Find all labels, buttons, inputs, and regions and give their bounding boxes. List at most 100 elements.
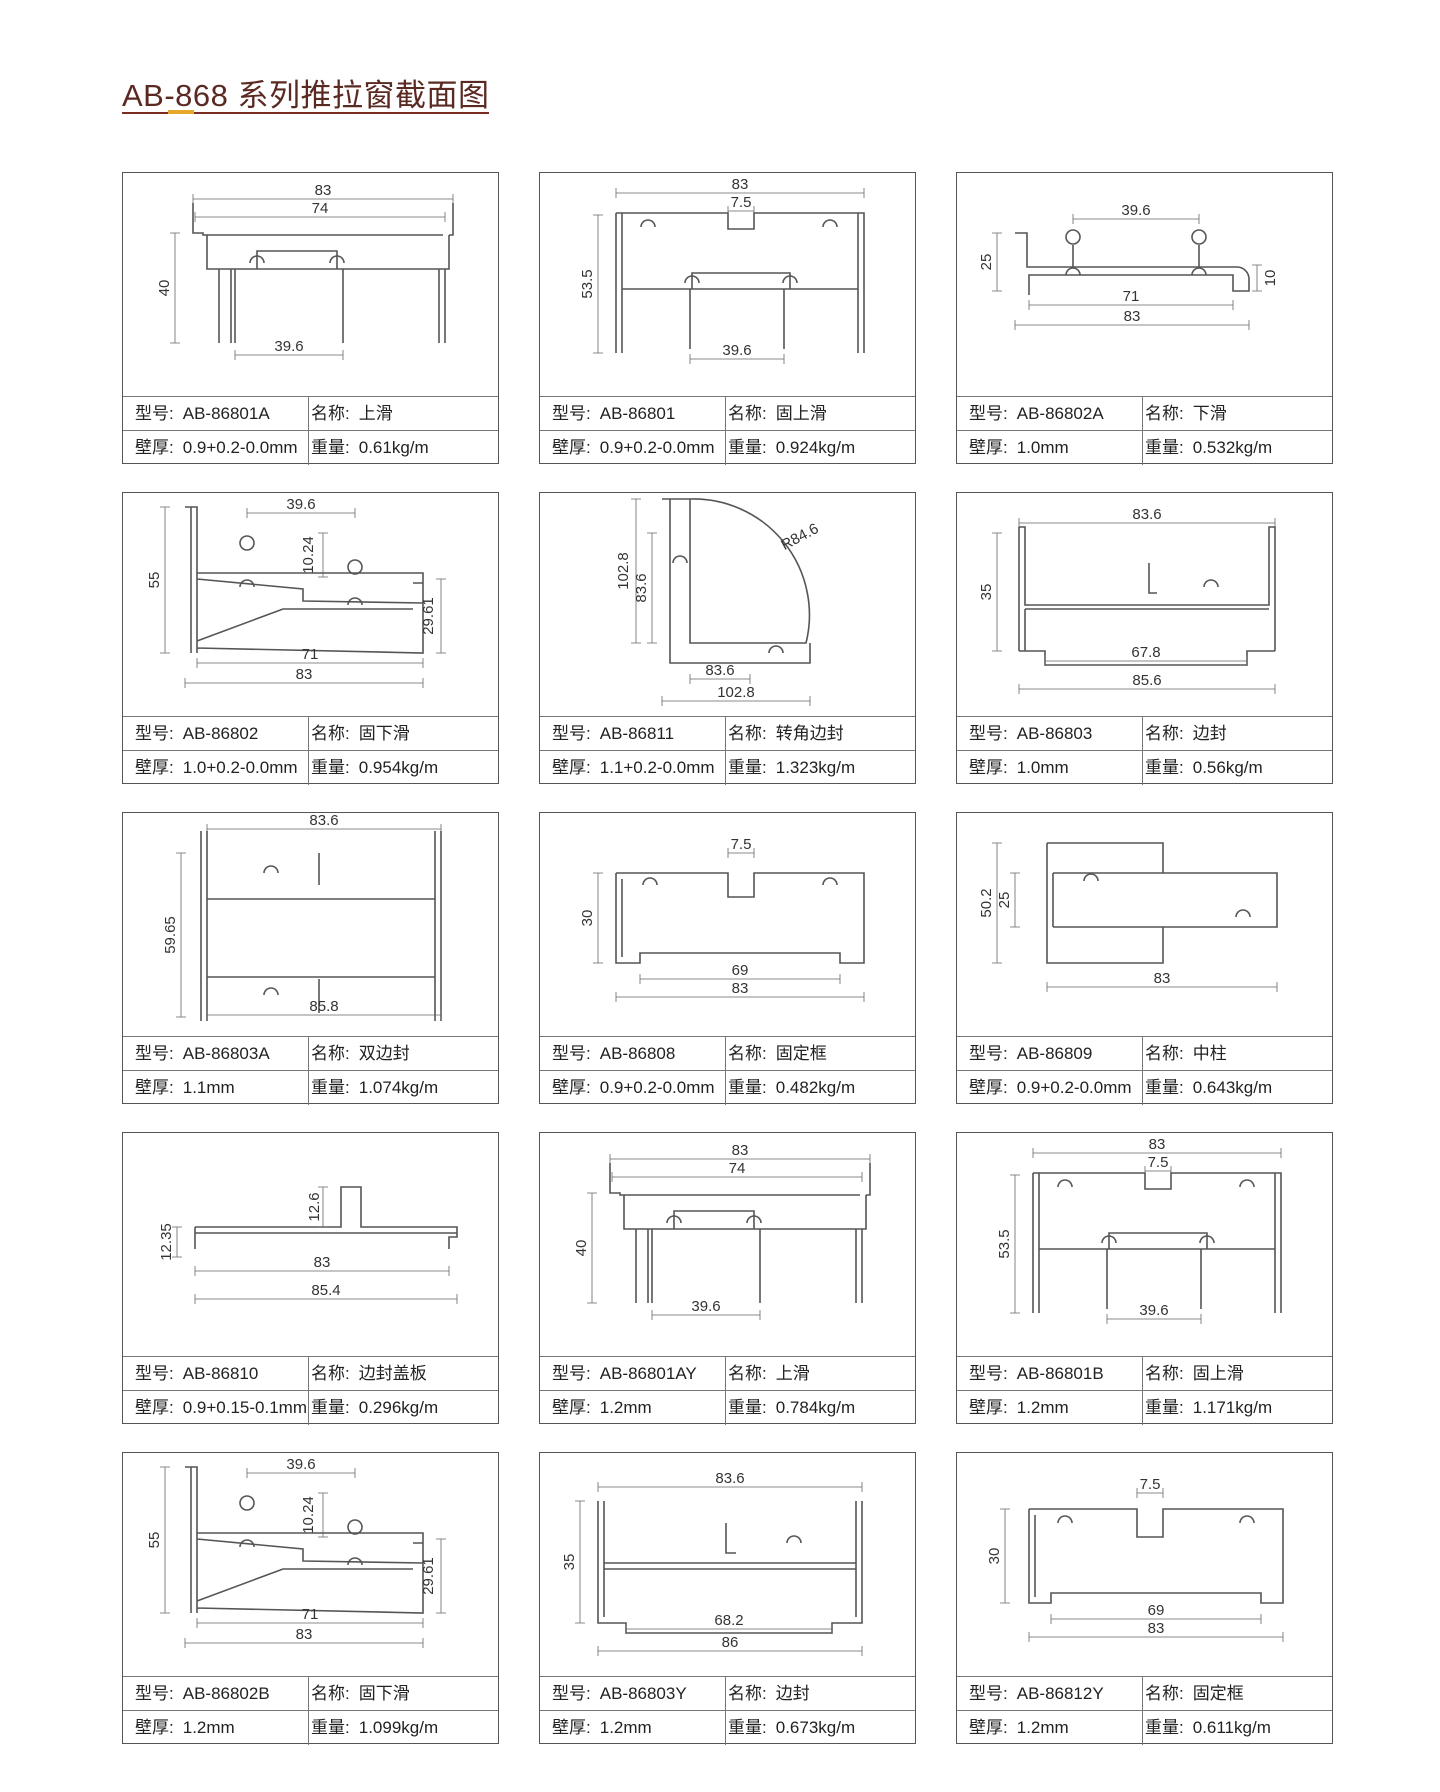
dimension-line: [1252, 264, 1262, 292]
profile-name-cell: 名称: 固定框: [1145, 1677, 1244, 1711]
model-number-value: AB-86812Y: [1016, 1684, 1104, 1703]
model-number-cell: 型号:AB-86803Y: [552, 1677, 687, 1711]
model-number-cell: 型号:AB-86801AY: [552, 1357, 697, 1391]
dimension-line: [318, 532, 328, 578]
hook-detail: [1239, 1515, 1255, 1524]
profile-name-label: 名称:: [728, 1684, 767, 1703]
wall-thickness-value: 0.9+0.2-0.0mm: [599, 1078, 715, 1097]
profile-name-value: 边封: [1192, 724, 1227, 743]
cell-divider: [725, 1677, 726, 1711]
unit-weight-label: 重量:: [311, 758, 350, 777]
dimension-line: [661, 696, 811, 706]
profile-name-value: 固定框: [1192, 1684, 1244, 1703]
model-number-value: AB-86802B: [182, 1684, 270, 1703]
cell-divider: [308, 751, 309, 785]
cell-divider: [308, 1711, 309, 1745]
unit-weight-label: 重量:: [728, 1718, 767, 1737]
model-number-label: 型号:: [135, 1684, 174, 1703]
profile-name-cell: 名称:双边封: [311, 1037, 410, 1071]
unit-weight-cell: 重量:0.296kg/m: [311, 1391, 438, 1425]
profile-outline: [1032, 1172, 1282, 1313]
dimension-label: 53.5: [996, 1229, 1013, 1258]
profile-outline: [662, 498, 811, 664]
cell-divider: [308, 1071, 309, 1105]
dimension-label: 83: [1124, 308, 1141, 325]
profile-name-label: 名称:: [1145, 1684, 1184, 1703]
profile-name-value: 固上滑: [1192, 1364, 1244, 1383]
dimension-label: 86: [722, 1634, 739, 1651]
wall-thickness-cell: 壁厚:1.0mm: [969, 751, 1069, 785]
model-number-label: 型号:: [969, 404, 1008, 423]
model-number-label: 型号:: [135, 1044, 174, 1063]
profile-name-cell: 名称:边封: [1145, 717, 1227, 751]
hook-detail: [347, 597, 363, 606]
unit-weight-cell: 重量:0.61kg/m: [311, 431, 429, 465]
dimension-label: 83.6: [705, 662, 734, 679]
dimension-label: 102.8: [615, 552, 632, 590]
wall-thickness-cell: 壁厚:0.9+0.2-0.0mm: [135, 431, 298, 465]
hook-detail: [1239, 1179, 1255, 1188]
cell-divider: [1142, 751, 1143, 785]
dimension-line: [597, 1482, 863, 1492]
dimension-line: [593, 872, 603, 964]
model-number-label: 型号:: [969, 724, 1008, 743]
hook-detail: [1083, 873, 1099, 882]
title-accent-mark: [168, 110, 194, 114]
cell-divider: [1142, 1071, 1143, 1105]
dimension-label: 83.6: [633, 573, 650, 602]
wall-thickness-label: 壁厚:: [969, 758, 1008, 777]
hook-detail: [1203, 579, 1219, 588]
dimension-label: 39.6: [286, 1456, 315, 1473]
hook-detail: [1057, 1515, 1073, 1524]
wall-thickness-value: 1.2mm: [599, 1718, 652, 1737]
wall-thickness-label: 壁厚:: [969, 1078, 1008, 1097]
dimension-label: 55: [146, 1532, 163, 1549]
unit-weight-label: 重量:: [1145, 1398, 1184, 1417]
dimension-line: [1014, 320, 1250, 330]
dimension-line: [1072, 214, 1200, 224]
hook-detail: [263, 987, 279, 996]
wall-thickness-label: 壁厚:: [135, 1078, 174, 1097]
model-number-value: AB-86802A: [1016, 404, 1104, 423]
wall-thickness-cell: 壁厚:0.9+0.2-0.0mm: [552, 1071, 715, 1105]
dimension-line: [246, 1468, 356, 1478]
wall-thickness-label: 壁厚:: [552, 1398, 591, 1417]
dimension-label: 71: [302, 646, 319, 663]
profile-name-cell: 名称:中柱: [1145, 1037, 1227, 1071]
profile-name-cell: 名称:上滑: [311, 397, 393, 431]
dimension-line: [625, 1624, 833, 1634]
dimension-label: 83.6: [309, 813, 338, 829]
model-number-label: 型号:: [969, 1684, 1008, 1703]
unit-weight-value: 0.611kg/m: [1192, 1718, 1271, 1737]
model-number-value: AB-86803Y: [599, 1684, 687, 1703]
wall-thickness-value: 1.1+0.2-0.0mm: [599, 758, 715, 777]
dimension-label: 39.6: [274, 338, 303, 355]
dimension-label: 69: [1148, 1602, 1165, 1619]
profile-name-label: 名称:: [728, 1364, 767, 1383]
roller-knob: [239, 535, 255, 551]
unit-weight-value: 1.323kg/m: [775, 758, 856, 777]
unit-weight-value: 0.482kg/m: [775, 1078, 856, 1097]
dimension-label: 39.6: [1139, 1302, 1168, 1319]
dimension-line: [318, 1492, 328, 1538]
profile-outline: [1018, 526, 1276, 666]
dimension-line: [196, 658, 424, 668]
wall-thickness-label: 壁厚:: [135, 438, 174, 457]
title-underline: [122, 112, 489, 114]
dimension-line: [170, 232, 180, 344]
dimension-label: 69: [732, 962, 749, 979]
cell-divider: [308, 1391, 309, 1425]
